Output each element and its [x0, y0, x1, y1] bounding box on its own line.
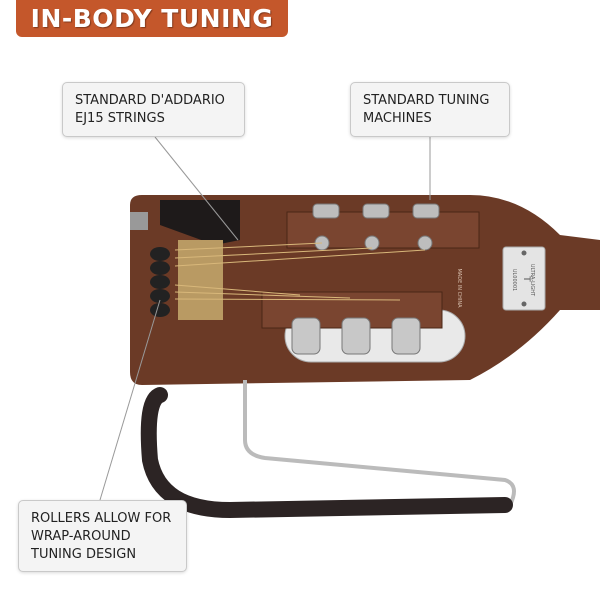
tuner-keys-lower — [291, 317, 421, 355]
plate-logo: T — [521, 275, 531, 282]
callout-tuning-machines: STANDARD TUNING MACHINES — [350, 82, 510, 137]
output-jack — [130, 212, 148, 230]
string-rollers — [150, 247, 170, 317]
plate-brand-text: ULTRA-LIGHT — [529, 264, 535, 297]
strings — [174, 242, 426, 301]
callout-rollers: ROLLERS ALLOW FOR WRAP-AROUND TUNING DES… — [18, 500, 187, 572]
leg-rest-padding — [140, 387, 513, 519]
callout-line: ROLLERS ALLOW FOR — [31, 511, 172, 526]
plate-screw — [521, 301, 527, 307]
section-banner: IN-BODY TUNING — [16, 0, 288, 37]
brand-plate — [502, 246, 546, 311]
leg-rest-frame — [243, 380, 516, 506]
callout-line: TUNING DESIGN — [31, 547, 137, 562]
callout-line: EJ15 STRINGS — [75, 111, 165, 126]
callout-line: WRAP-AROUND — [31, 529, 131, 544]
callout-leaders — [99, 136, 431, 501]
plate-serial-text: UL00001 — [511, 269, 517, 291]
guitar-body — [130, 195, 600, 385]
black-plate — [160, 200, 240, 245]
callout-line: MACHINES — [363, 111, 432, 126]
nut-pad — [178, 240, 223, 320]
body-stamp-text: MADE IN CHINA — [456, 268, 462, 308]
callout-strings: STANDARD D'ADDARIO EJ15 STRINGS — [62, 82, 245, 137]
plate-screw — [521, 250, 527, 256]
tuner-keys-upper — [312, 203, 440, 251]
callout-line: STANDARD TUNING — [363, 93, 490, 108]
callout-line: STANDARD D'ADDARIO — [75, 93, 225, 108]
